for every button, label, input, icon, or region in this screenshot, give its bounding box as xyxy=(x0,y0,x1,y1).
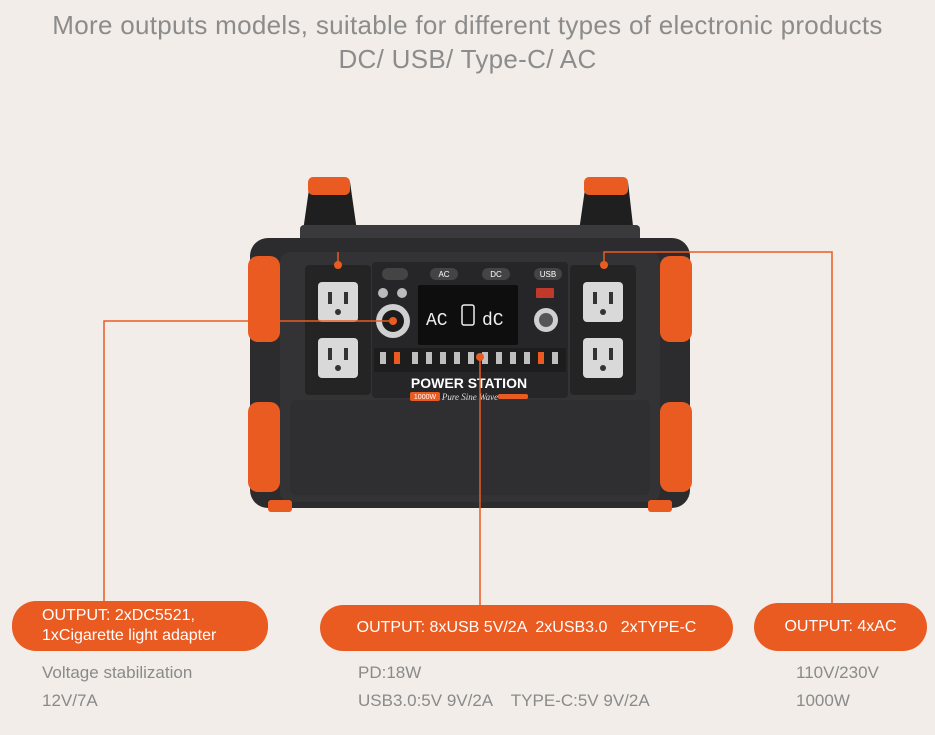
callout-lines xyxy=(103,251,833,607)
lower-grille xyxy=(290,400,650,495)
battery-icon xyxy=(461,304,475,326)
wattage-badge xyxy=(410,392,440,401)
dc-output-line-2: 1xCigarette light adapter xyxy=(42,627,217,644)
ac-output-callout: OUTPUT: 4xAC xyxy=(754,603,927,651)
dc-output-callout: OUTPUT: 2xDC5521, 1xCigarette light adap… xyxy=(12,601,268,651)
dc5521-port-1 xyxy=(378,288,388,298)
bumper-top-right xyxy=(660,256,692,342)
usb-output-callout: OUTPUT: 8xUSB 5V/2A 2xUSB3.0 2xTYPE-C xyxy=(320,605,733,651)
ac-button-label: AC xyxy=(438,270,449,279)
dc-output-line-1: OUTPUT: 2xDC5521, xyxy=(42,607,195,624)
right-handle-top xyxy=(584,177,628,195)
headline-line-1: More outputs models, suitable for differ… xyxy=(52,10,883,40)
ac-outlet-slots xyxy=(328,292,613,371)
dc-spec-1: Voltage stabilization xyxy=(42,663,193,682)
usb-ports xyxy=(380,352,558,364)
usb-spec-1: PD:18W xyxy=(358,663,422,682)
wave-accent xyxy=(498,394,528,399)
wave-label: Pure Sine Wave xyxy=(441,392,498,402)
product-name: POWER STATION xyxy=(411,375,527,391)
ac-spec-1: 110V/230V xyxy=(796,663,879,682)
wattage-badge-label: 1000W xyxy=(414,394,437,401)
mode-buttons xyxy=(382,268,562,280)
lcd-right-readout: dC xyxy=(482,311,504,331)
bumper-bottom-right xyxy=(660,402,692,492)
dc-spec-2: 12V/7A xyxy=(42,691,98,710)
headline-line-2: DC/ USB/ Type-C/ AC xyxy=(338,44,597,74)
left-handle-top xyxy=(308,177,350,195)
callout-dots xyxy=(334,261,608,361)
foot-right xyxy=(648,500,672,512)
lcd-screen xyxy=(418,285,518,345)
usb-button-label: USB xyxy=(540,270,556,279)
dc5521-port-2 xyxy=(397,288,407,298)
usb-spec-2: USB3.0:5V 9V/2A TYPE-C:5V 9V/2A xyxy=(358,691,650,710)
input-switch xyxy=(536,288,554,298)
foot-left xyxy=(268,500,292,512)
ac-spec-2: 1000W xyxy=(796,691,850,710)
bumper-bottom-left xyxy=(248,402,280,492)
lcd-left-readout: AC xyxy=(426,311,448,331)
bumper-top-left xyxy=(248,256,280,342)
dc-button-label: DC xyxy=(490,270,502,279)
